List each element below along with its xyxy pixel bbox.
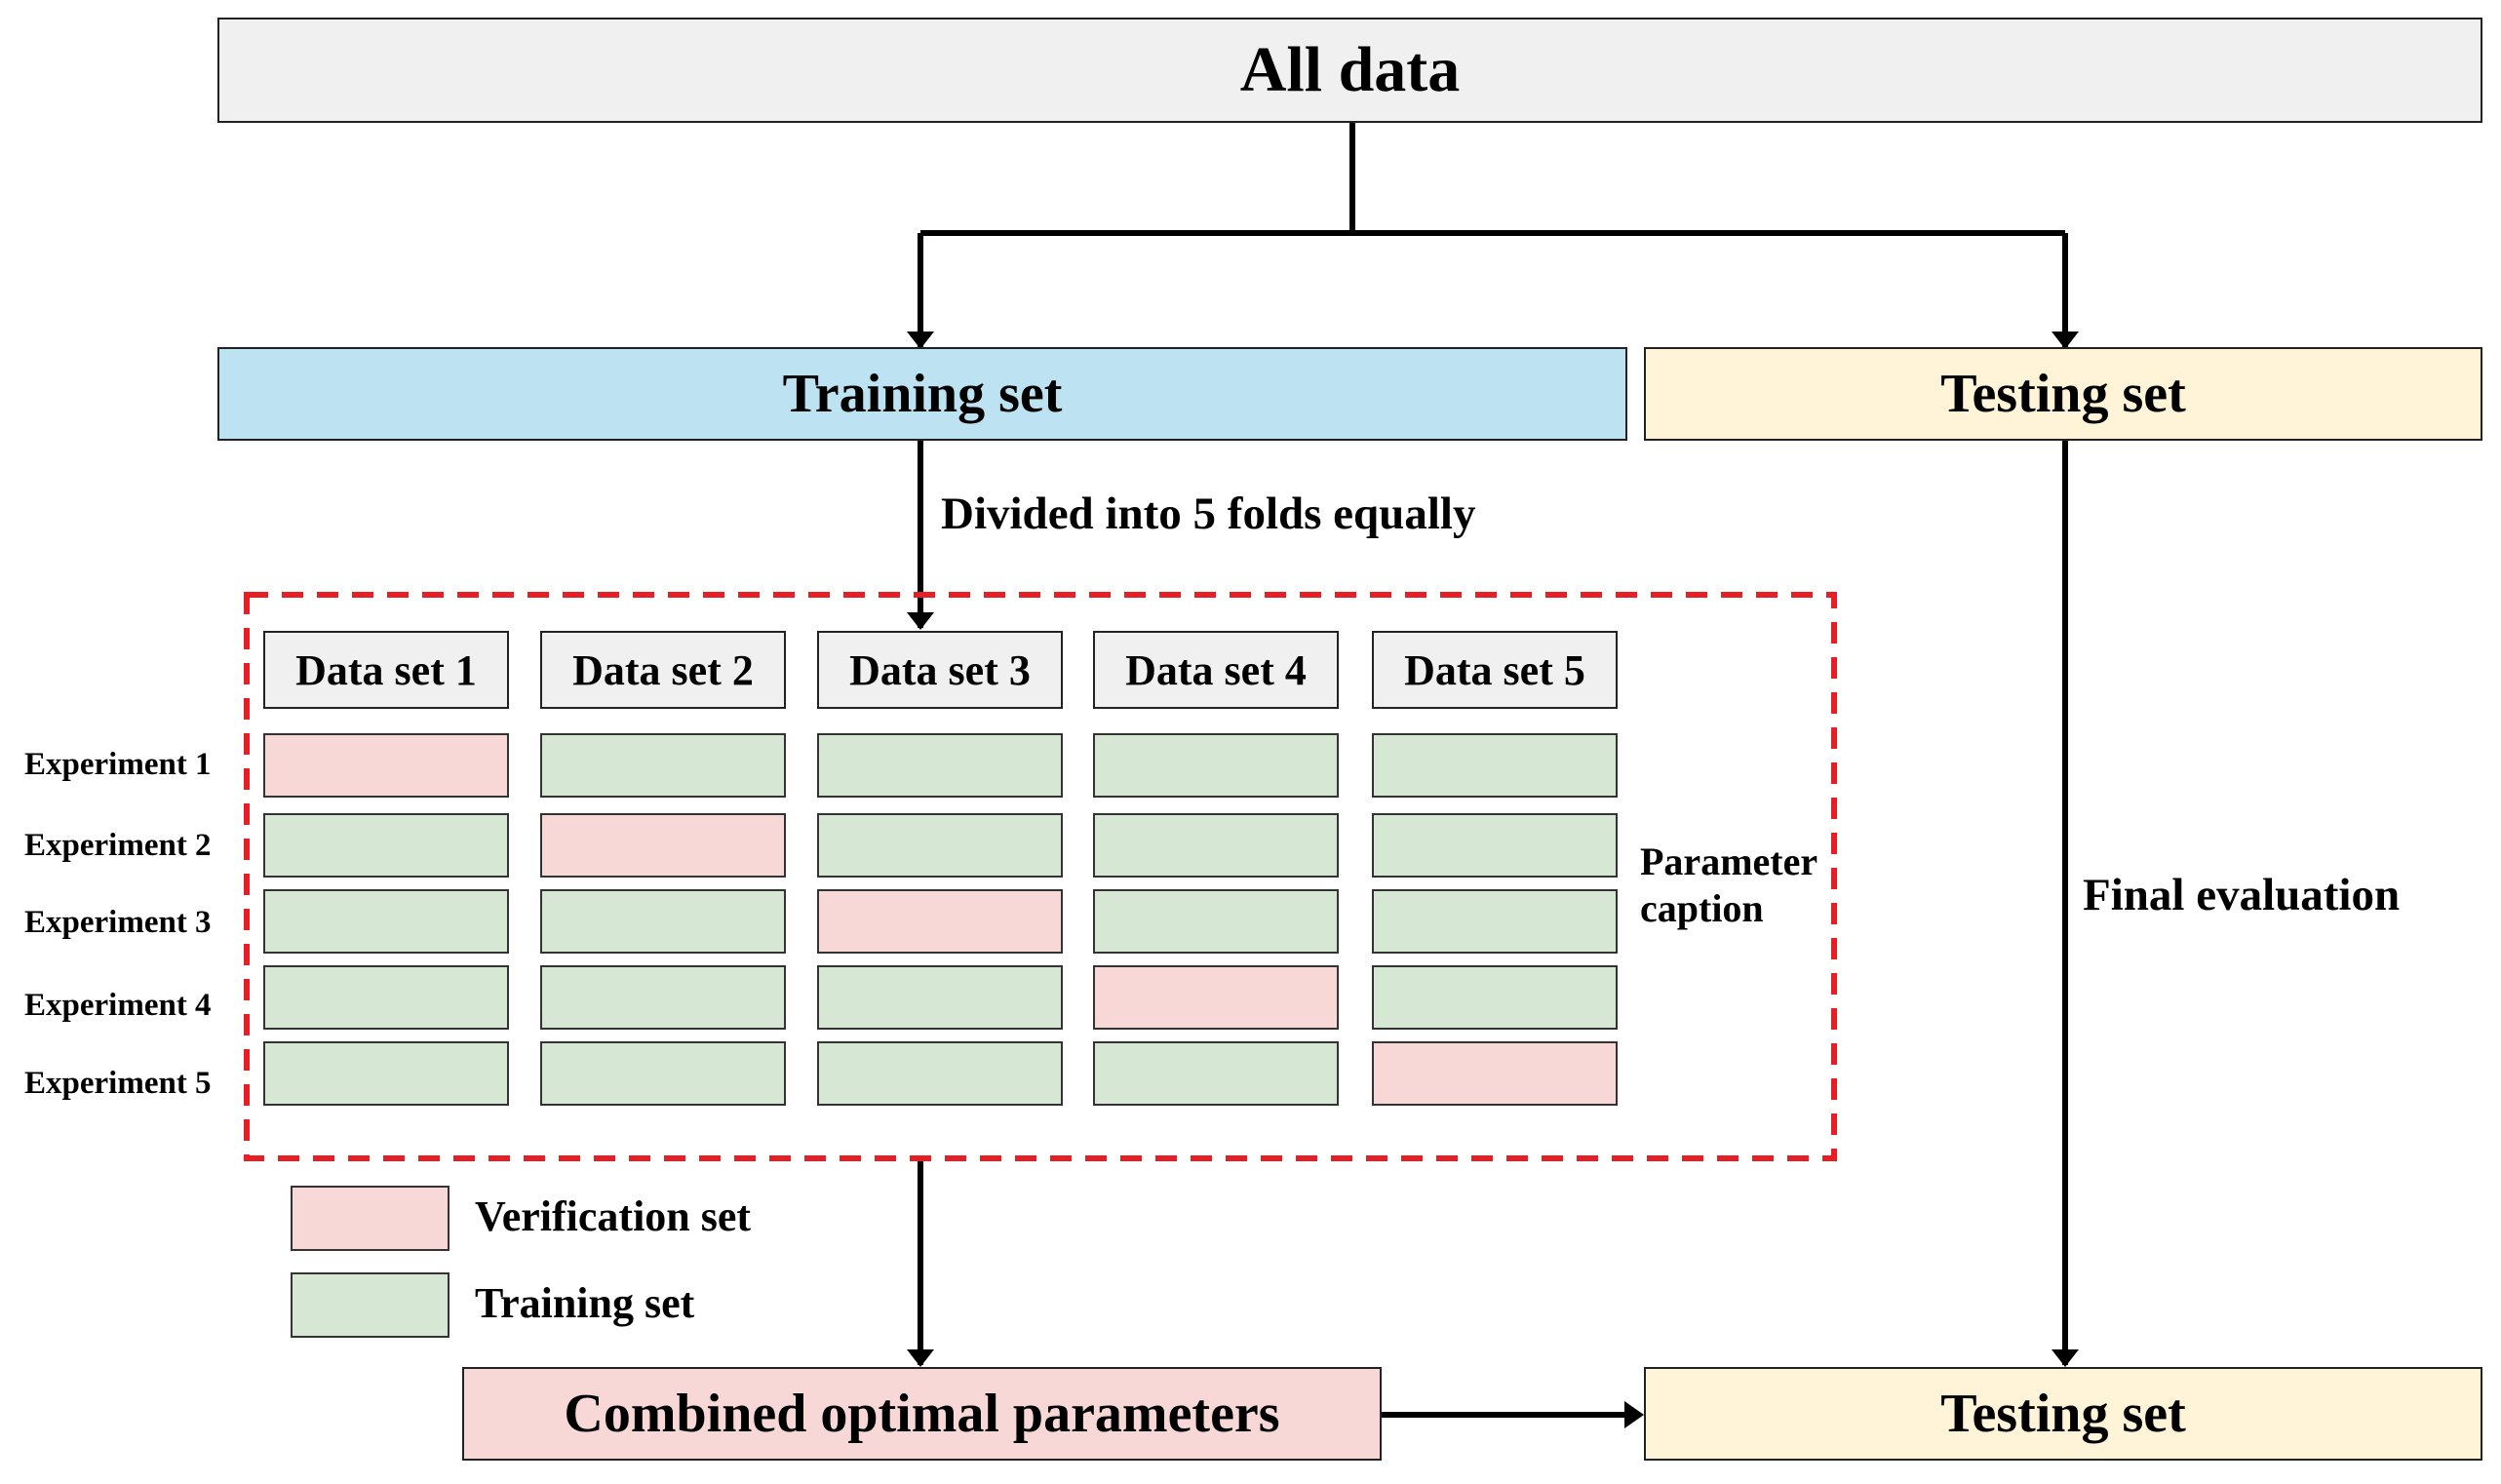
parameter-caption-line2: caption <box>1640 886 1764 930</box>
experiment-label-5: Experiment 5 <box>24 1066 212 1101</box>
training-cell <box>1372 813 1618 878</box>
final-testing-set-box: Testing set <box>1644 1367 2482 1461</box>
arrowhead-combined <box>907 1349 934 1367</box>
training-cell <box>263 813 509 878</box>
training-cell <box>540 1041 786 1106</box>
training-cell <box>1093 813 1339 878</box>
training-cell <box>540 965 786 1030</box>
training-cell <box>1093 889 1339 954</box>
combined-optimal-parameters-label: Combined optimal parameters <box>564 1384 1280 1444</box>
legend-verification-label: Verification set <box>475 1192 752 1240</box>
testing-set-label: Testing set <box>1940 364 2186 424</box>
folds-dashed-frame <box>244 592 1837 1161</box>
verification-cell <box>817 889 1063 954</box>
verification-cell <box>540 813 786 878</box>
testing-set-box: Testing set <box>1644 347 2482 441</box>
training-cell <box>817 1041 1063 1106</box>
training-cell <box>1093 733 1339 798</box>
training-set-label: Training set <box>782 364 1063 424</box>
training-cell <box>1372 889 1618 954</box>
divided-annotation: Divided into 5 folds equally <box>941 488 1476 539</box>
training-cell <box>1093 1041 1339 1106</box>
dataset-header-5: Data set 5 <box>1372 631 1618 709</box>
verification-cell <box>1093 965 1339 1030</box>
dataset-header-label: Data set 2 <box>572 645 754 694</box>
final-testing-set-label: Testing set <box>1940 1384 2186 1444</box>
dataset-header-4: Data set 4 <box>1093 631 1339 709</box>
arrowhead-folds <box>907 612 934 630</box>
all-data-label: All data <box>1239 34 1461 105</box>
training-cell <box>817 965 1063 1030</box>
combined-optimal-parameters-box: Combined optimal parameters <box>462 1367 1382 1461</box>
arrowhead-combined-to-testing <box>1624 1401 1644 1428</box>
legend-verification-swatch <box>291 1186 449 1251</box>
parameter-caption-line1: Parameter <box>1640 840 1818 883</box>
verification-cell <box>263 733 509 798</box>
dataset-header-label: Data set 5 <box>1404 645 1585 694</box>
dataset-header-label: Data set 3 <box>849 645 1031 694</box>
training-cell <box>263 965 509 1030</box>
verification-cell <box>1372 1041 1618 1106</box>
dataset-header-1: Data set 1 <box>263 631 509 709</box>
experiment-label-2: Experiment 2 <box>24 828 212 863</box>
final-evaluation-annotation: Final evaluation <box>2083 870 2401 920</box>
training-set-box: Training set <box>217 347 1627 441</box>
all-data-box: All data <box>217 18 2482 123</box>
training-cell <box>1372 733 1618 798</box>
dataset-header-3: Data set 3 <box>817 631 1063 709</box>
experiment-label-1: Experiment 1 <box>24 747 212 782</box>
training-cell <box>263 889 509 954</box>
training-cell <box>540 733 786 798</box>
arrowhead-final-testing <box>2052 1349 2079 1367</box>
training-cell <box>817 733 1063 798</box>
dataset-header-label: Data set 1 <box>295 645 477 694</box>
experiment-label-3: Experiment 3 <box>24 905 212 940</box>
legend-training-label: Training set <box>475 1279 695 1327</box>
training-cell <box>263 1041 509 1106</box>
training-cell <box>540 889 786 954</box>
dataset-header-label: Data set 4 <box>1125 645 1307 694</box>
legend-training-swatch <box>291 1272 449 1338</box>
arrowhead-testing-set <box>2052 332 2079 349</box>
training-cell <box>1372 965 1618 1030</box>
experiment-label-4: Experiment 4 <box>24 988 212 1023</box>
arrowhead-training-set <box>907 332 934 349</box>
training-cell <box>817 813 1063 878</box>
dataset-header-2: Data set 2 <box>540 631 786 709</box>
